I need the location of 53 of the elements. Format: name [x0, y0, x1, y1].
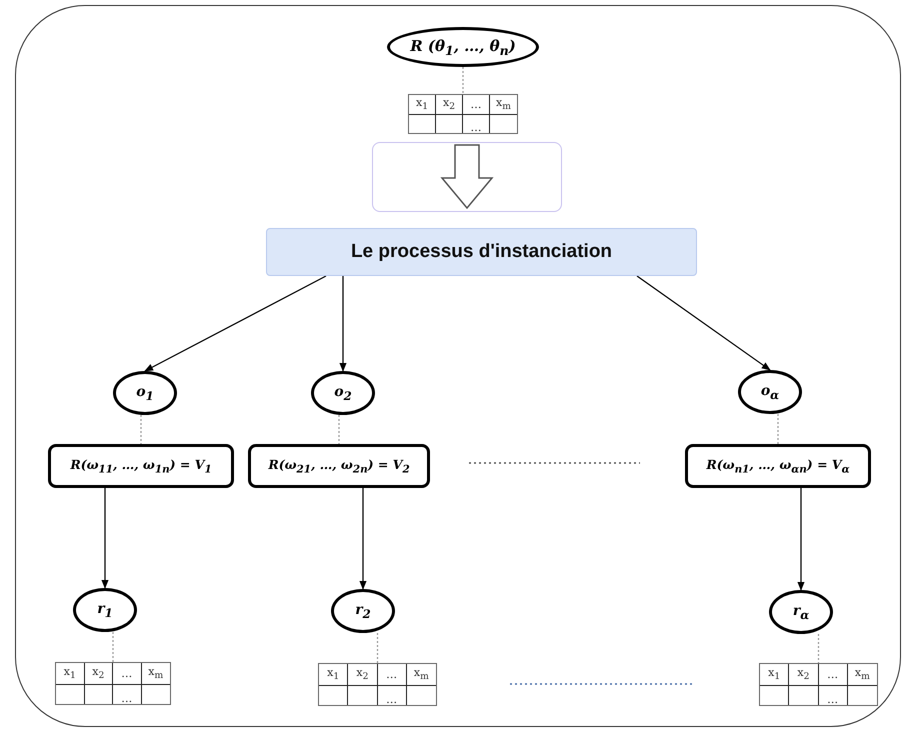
table-cell: …	[113, 684, 142, 704]
data-table	[759, 663, 878, 706]
dotted-connector	[338, 415, 340, 444]
table-cell-text: x$_{m}$	[412, 665, 430, 684]
data-table	[318, 663, 437, 706]
formula-text: R(ω$_{21}$, …, ω$_{2n}$) = V$_{2}$	[268, 456, 410, 476]
node-label: R (θ$_{1}$, …, θ$_{n}$)	[410, 36, 516, 58]
table-cell: …	[463, 114, 490, 133]
data-table	[408, 94, 518, 134]
table-cell: x$_{1}$	[56, 663, 84, 684]
dotted-connector	[376, 633, 378, 663]
dotted-connector	[140, 415, 142, 444]
dotted-connector	[112, 632, 114, 662]
dotted-connector	[818, 634, 820, 663]
dotted-connector	[462, 67, 464, 94]
table-cell: …	[378, 664, 407, 684]
node-label: o$_{α}$	[760, 382, 780, 402]
table-cell: …	[818, 684, 848, 705]
table-cell: x$_{2}$	[348, 664, 378, 684]
table-cell: x$_{2}$	[436, 95, 463, 114]
table-cell: x$_{1}$	[760, 664, 790, 684]
table-cell: x$_{1}$	[409, 95, 436, 114]
node-label: o$_{2}$	[334, 384, 352, 402]
formula-text: R(ω$_{n1}$, …, ω$_{αn}$) = V$_{α}$	[706, 456, 850, 476]
process-label: Le processus d'instanciation	[350, 241, 612, 263]
table-cell-text: x$_{m}$	[495, 95, 512, 114]
arrow	[359, 488, 367, 590]
node-label: r$_{α}$	[792, 602, 810, 622]
formula-box	[248, 444, 430, 488]
node-label: r$_{2}$	[355, 602, 371, 620]
table-cell: …	[113, 663, 142, 684]
formula-box	[48, 444, 234, 488]
arrow	[101, 488, 109, 589]
formula-box	[685, 444, 871, 488]
table-cell-text: x$_{m}$	[854, 665, 871, 684]
table-cell: x$_{1}$	[319, 664, 348, 684]
arrow	[797, 488, 805, 591]
node-label: r$_{1}$	[97, 600, 113, 620]
data-table	[55, 662, 171, 705]
arrow-frame-box	[372, 142, 562, 212]
arrow	[339, 276, 347, 372]
table-cell: …	[818, 664, 848, 684]
table-cell-text: x$_{m}$	[147, 664, 164, 684]
table-cell: …	[463, 95, 490, 114]
table-cell: x$_{2}$	[84, 663, 113, 684]
arrow	[144, 275, 326, 372]
node-label: o$_{1}$	[136, 384, 154, 402]
dotted-connector	[777, 414, 779, 444]
process-box	[266, 228, 697, 276]
table-cell: x$_{2}$	[789, 664, 818, 684]
table-cell: …	[378, 684, 407, 705]
formula-text: R(ω$_{11}$, …, ω$_{1n}$) = V$_{1}$	[70, 456, 212, 476]
arrow	[636, 276, 771, 371]
